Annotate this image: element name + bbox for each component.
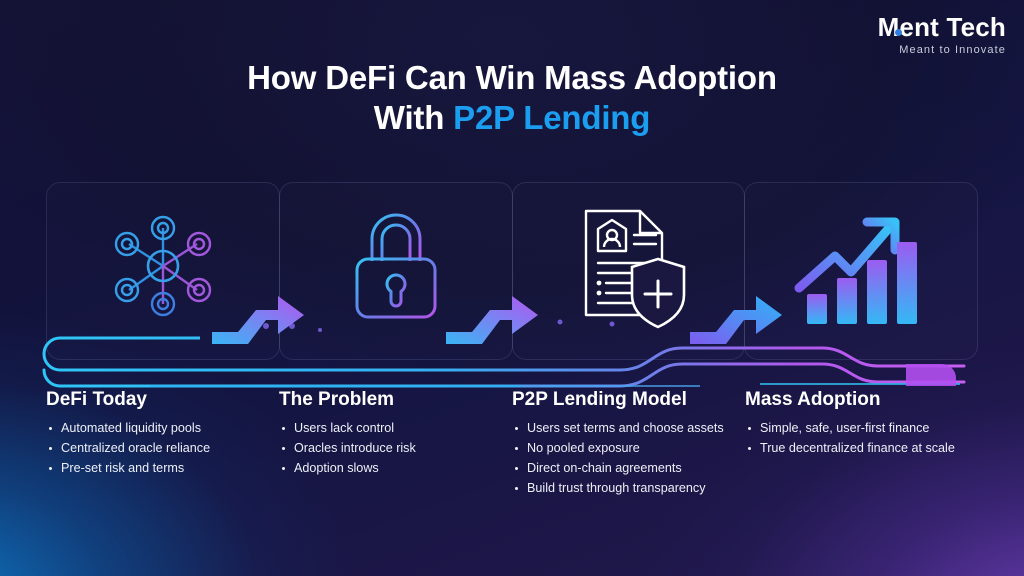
panel-p2p-lending-model	[511, 182, 746, 360]
list-item: True decentralized finance at scale	[745, 440, 984, 458]
list-item: Users set terms and choose assets	[512, 420, 729, 438]
list-item: Pre-set risk and terms	[46, 460, 263, 478]
growth-bar-chart-icon	[745, 201, 977, 331]
list-item: Oracles introduce risk	[279, 440, 496, 458]
column-heading: P2P Lending Model	[512, 389, 687, 410]
step-arrow-1	[212, 288, 308, 350]
brand-logo: Ment Tech Meant to Innovate	[878, 14, 1006, 56]
panel-the-problem	[278, 182, 513, 360]
column-p2p-lending-model: P2P Lending Model Users set terms and ch…	[512, 388, 745, 500]
page-title: How DeFi Can Win Mass Adoption With P2P …	[0, 58, 1024, 138]
growth-bar-chart-svg	[794, 217, 918, 324]
step-arrow-3-svg	[690, 296, 782, 344]
column-heading: The Problem	[279, 389, 395, 410]
padlock-svg	[355, 213, 437, 319]
title-line-1: How DeFi Can Win Mass Adoption	[247, 59, 777, 96]
network-nodes-icon	[47, 201, 279, 331]
column-heading: DeFi Today	[46, 389, 147, 410]
title-accent-text: P2P Lending	[453, 99, 651, 136]
list-item: Automated liquidity pools	[46, 420, 263, 438]
title-line-2-prefix: With	[373, 99, 454, 136]
column-the-problem: The Problem Users lack control Oracles i…	[279, 388, 512, 500]
list-item: Simple, safe, user-first finance	[745, 420, 984, 438]
logo-name: Ment Tech	[878, 14, 1006, 40]
network-nodes-svg	[114, 215, 212, 317]
column-bullet-list: Users lack control Oracles introduce ris…	[279, 420, 496, 478]
column-defi-today: DeFi Today Automated liquidity pools Cen…	[46, 388, 279, 500]
column-heading: Mass Adoption	[745, 389, 881, 410]
list-item: Centralized oracle reliance	[46, 440, 263, 458]
list-item: Users lack control	[279, 420, 496, 438]
column-bullet-list: Automated liquidity pools Centralized or…	[46, 420, 263, 478]
document-shield-svg	[585, 209, 686, 329]
circuit-trace-decoration	[0, 318, 1024, 398]
list-item: Adoption slows	[279, 460, 496, 478]
logo-accent-dot	[894, 29, 902, 36]
column-bullet-list: Users set terms and choose assets No poo…	[512, 420, 729, 498]
step-arrow-1-svg	[212, 296, 304, 344]
column-bullet-list: Simple, safe, user-first finance True de…	[745, 420, 984, 458]
step-arrow-2-svg	[446, 296, 538, 344]
step-arrow-2	[446, 288, 542, 350]
document-shield-icon	[513, 201, 745, 331]
logo-name-text: Ment Tech	[877, 12, 1006, 42]
text-columns: DeFi Today Automated liquidity pools Cen…	[46, 388, 1014, 500]
padlock-icon	[280, 201, 512, 331]
list-item: No pooled exposure	[512, 440, 729, 458]
step-arrow-3	[690, 288, 786, 350]
panel-defi-today	[46, 182, 280, 360]
logo-tagline: Meant to Innovate	[899, 44, 1006, 56]
list-item: Direct on-chain agreements	[512, 460, 729, 478]
list-item: Build trust through transparency	[512, 480, 729, 498]
column-mass-adoption: Mass Adoption Simple, safe, user-first f…	[745, 388, 1000, 500]
circuit-trace-svg	[42, 319, 966, 388]
title-line-2: With P2P Lending	[0, 98, 1024, 138]
panel-mass-adoption	[744, 182, 978, 360]
panel-row	[46, 182, 978, 360]
